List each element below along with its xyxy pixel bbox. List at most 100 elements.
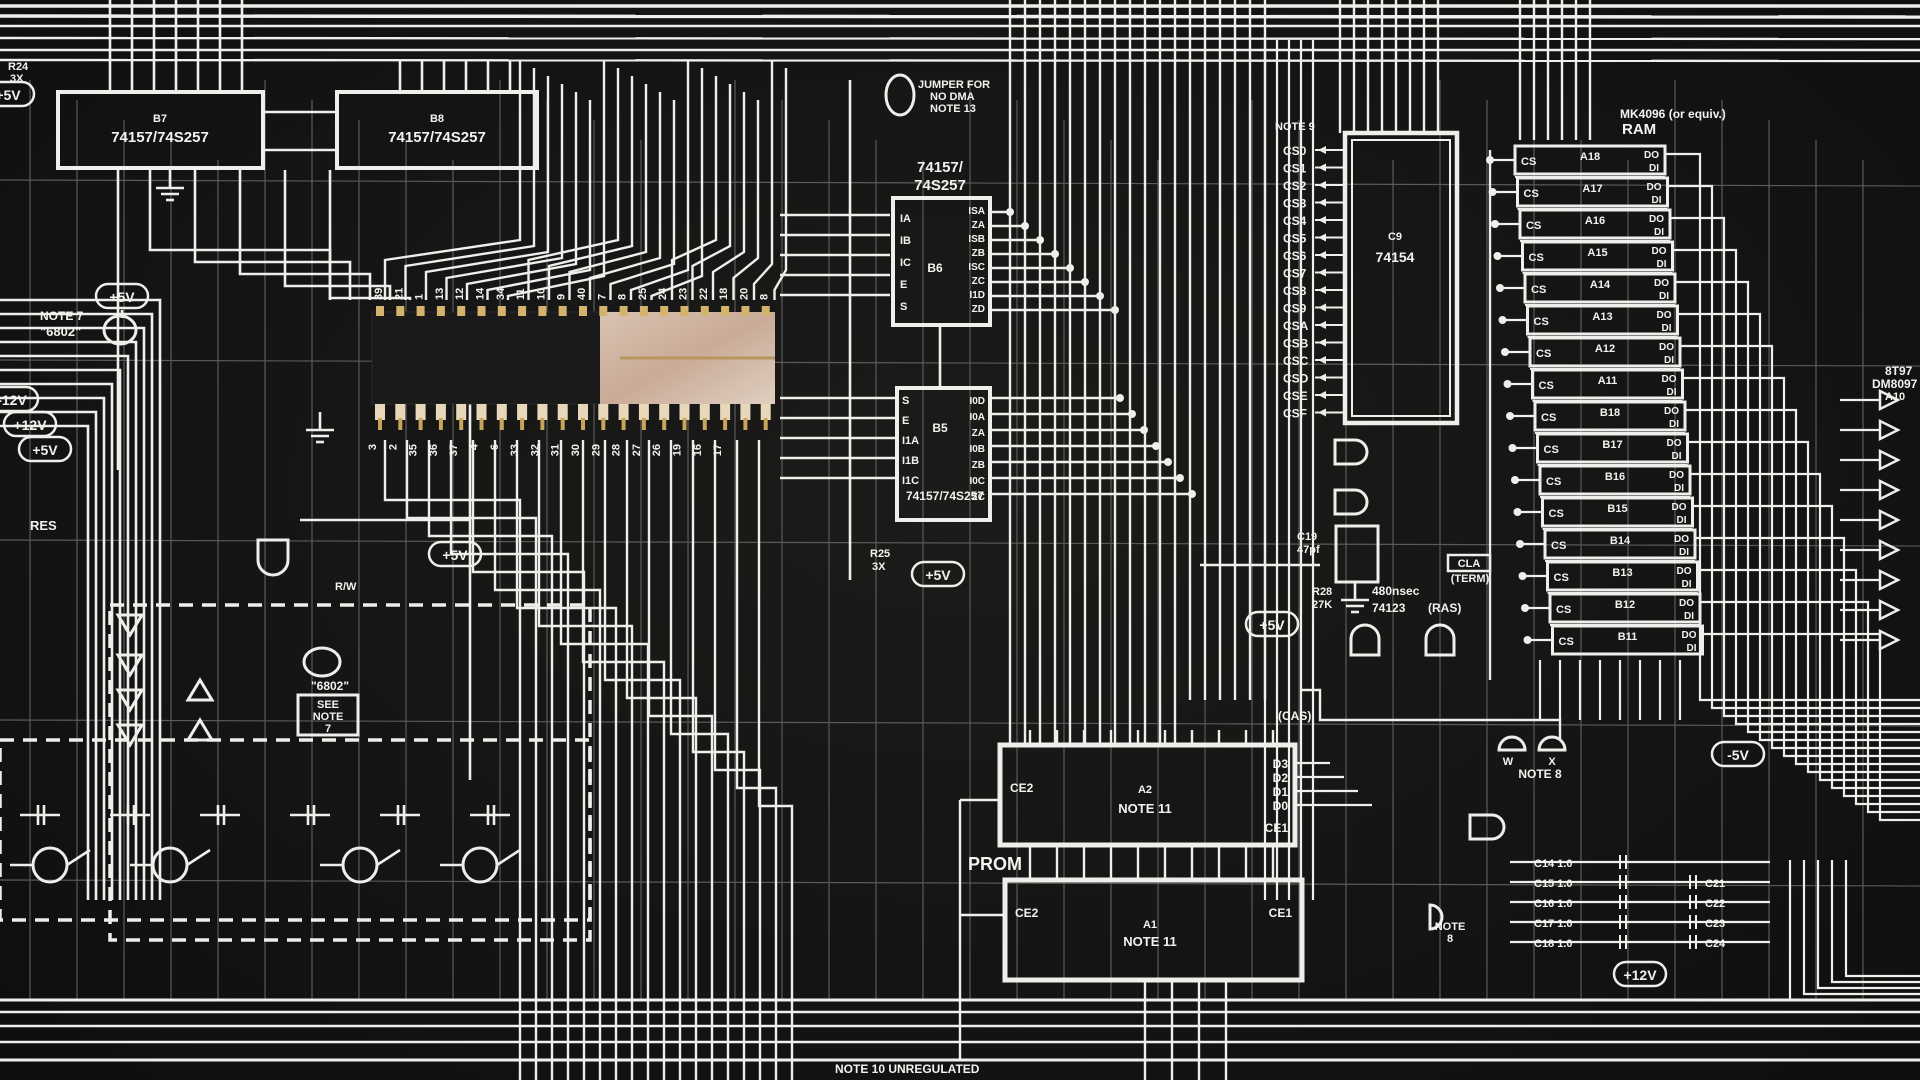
power-label-pill [910,560,966,588]
wire [670,76,718,300]
cpu-pin [376,306,384,316]
pin-label: IB [900,235,911,247]
ram-pin-cs: CS [1531,284,1546,296]
wire [629,60,690,300]
wire [66,848,91,867]
cs-output-label: CS6 [1283,249,1307,263]
wire [647,440,714,1080]
junction-dot [1111,306,1119,314]
wire [383,440,522,1080]
cpu-pin [435,404,446,420]
ram-pin-cs: CS [1526,220,1541,232]
power-label-pill [427,540,483,568]
cs-output-label: CS9 [1283,302,1307,316]
nand-gate-icon [1333,438,1369,466]
cpu-pin-number: 32 [529,444,541,456]
junction-dot [1493,252,1502,260]
junction-dot [1511,476,1519,484]
wire [537,440,634,1080]
ram-pin-di: DI [1657,259,1667,270]
label: X [1548,756,1556,768]
cpu-pin-number: 10 [535,288,547,300]
ram-pin-cs: CS [1554,572,1569,584]
wire [568,84,648,300]
cpu-pin-number: 26 [651,444,663,456]
cpu-pin-number: 2 [387,444,399,450]
cpu-pin [517,404,528,420]
cpu-pin-number: 6 [489,444,501,450]
transistor-icon [31,846,69,884]
buffer-gate-icon [115,688,145,713]
cs-output-label: CS3 [1283,197,1307,211]
cpu-pin [680,306,689,316]
chip-part-number: 74157/74S257 [906,489,984,503]
power-label-pill [0,80,36,108]
driver-gate-icon [1878,478,1901,502]
junction-dot [1140,426,1148,434]
chip-part-number: 74154 [1376,249,1415,265]
cpu-pin-leg [682,418,687,430]
cpu-pin-number: 31 [550,444,562,456]
pin-label: I0C [969,476,985,487]
chip-ref: C9 [1388,231,1402,243]
ram-pin-cs: CS [1534,316,1549,328]
jumper-pad-icon [1497,735,1527,752]
note-label: JUMPER FOR [918,79,990,91]
cla-box [1446,553,1492,573]
arrow-icon [1318,373,1326,382]
ram-pin-do: DO [1644,150,1659,161]
wire [1687,440,1920,774]
cpu-pin-number: 14 [475,287,487,300]
wire [603,440,682,1080]
ram-pin-cs: CS [1521,156,1536,168]
ram-pin-di: DI [1672,451,1682,462]
chip-b7 [56,90,265,170]
junction-dot [1128,410,1136,418]
cpu-pin [476,404,487,420]
cpu-pin [700,306,709,316]
cpu-pin [619,306,628,316]
arrow-icon [1318,251,1326,259]
capacitor-label: C16 1.0 [1534,898,1573,910]
cpu-pin-number: 27 [631,444,643,456]
ram-pin-di: DI [1667,387,1677,398]
cpu-pin-number: 13 [434,288,446,300]
pin-label: I1A [902,435,919,447]
pin-label: ZA [972,428,985,439]
ram-cell [1526,304,1679,336]
ram-pin-di: DI [1649,163,1659,174]
chip-part-number: 74157/ [917,159,964,176]
cpu-pin [537,404,548,420]
cpu-pin [599,306,608,316]
cpu-pin [477,306,486,316]
ram-pin-cs: CS [1559,636,1574,648]
ram-cell [1531,368,1684,400]
wire [732,100,760,300]
arrow-icon [1318,268,1326,277]
junction-dot [1503,380,1512,388]
cpu-pin [416,306,425,316]
cpu-pin-leg [763,418,768,430]
ram-pin-cs: CS [1536,348,1551,360]
and-gate-icon [1424,623,1456,657]
ram-cell [1518,208,1672,240]
label: 7 [325,723,331,735]
cpu-pin-number: 1 [414,294,426,300]
ram-cell-ref: A16 [1585,215,1605,227]
dashed-boundary [0,738,592,922]
ram-pin-do: DO [1679,598,1694,609]
cpu-pin [579,306,587,316]
wire [465,92,578,300]
note-label: NOTE 10 UNREGULATED [835,1062,980,1076]
ram-pin-cs: CS [1546,476,1561,488]
ram-pin-cs: CS [1529,252,1544,264]
cpu-pin-number: 34 [495,287,507,300]
cpu-pin-leg [743,418,748,430]
ram-cell [1521,240,1674,272]
cs-output-label: CSE [1283,389,1308,403]
pin-label: ISC [968,262,985,273]
cpu-pin-leg [540,418,545,430]
chip-ref: B7 [153,113,167,125]
transistor-icon [151,846,189,884]
